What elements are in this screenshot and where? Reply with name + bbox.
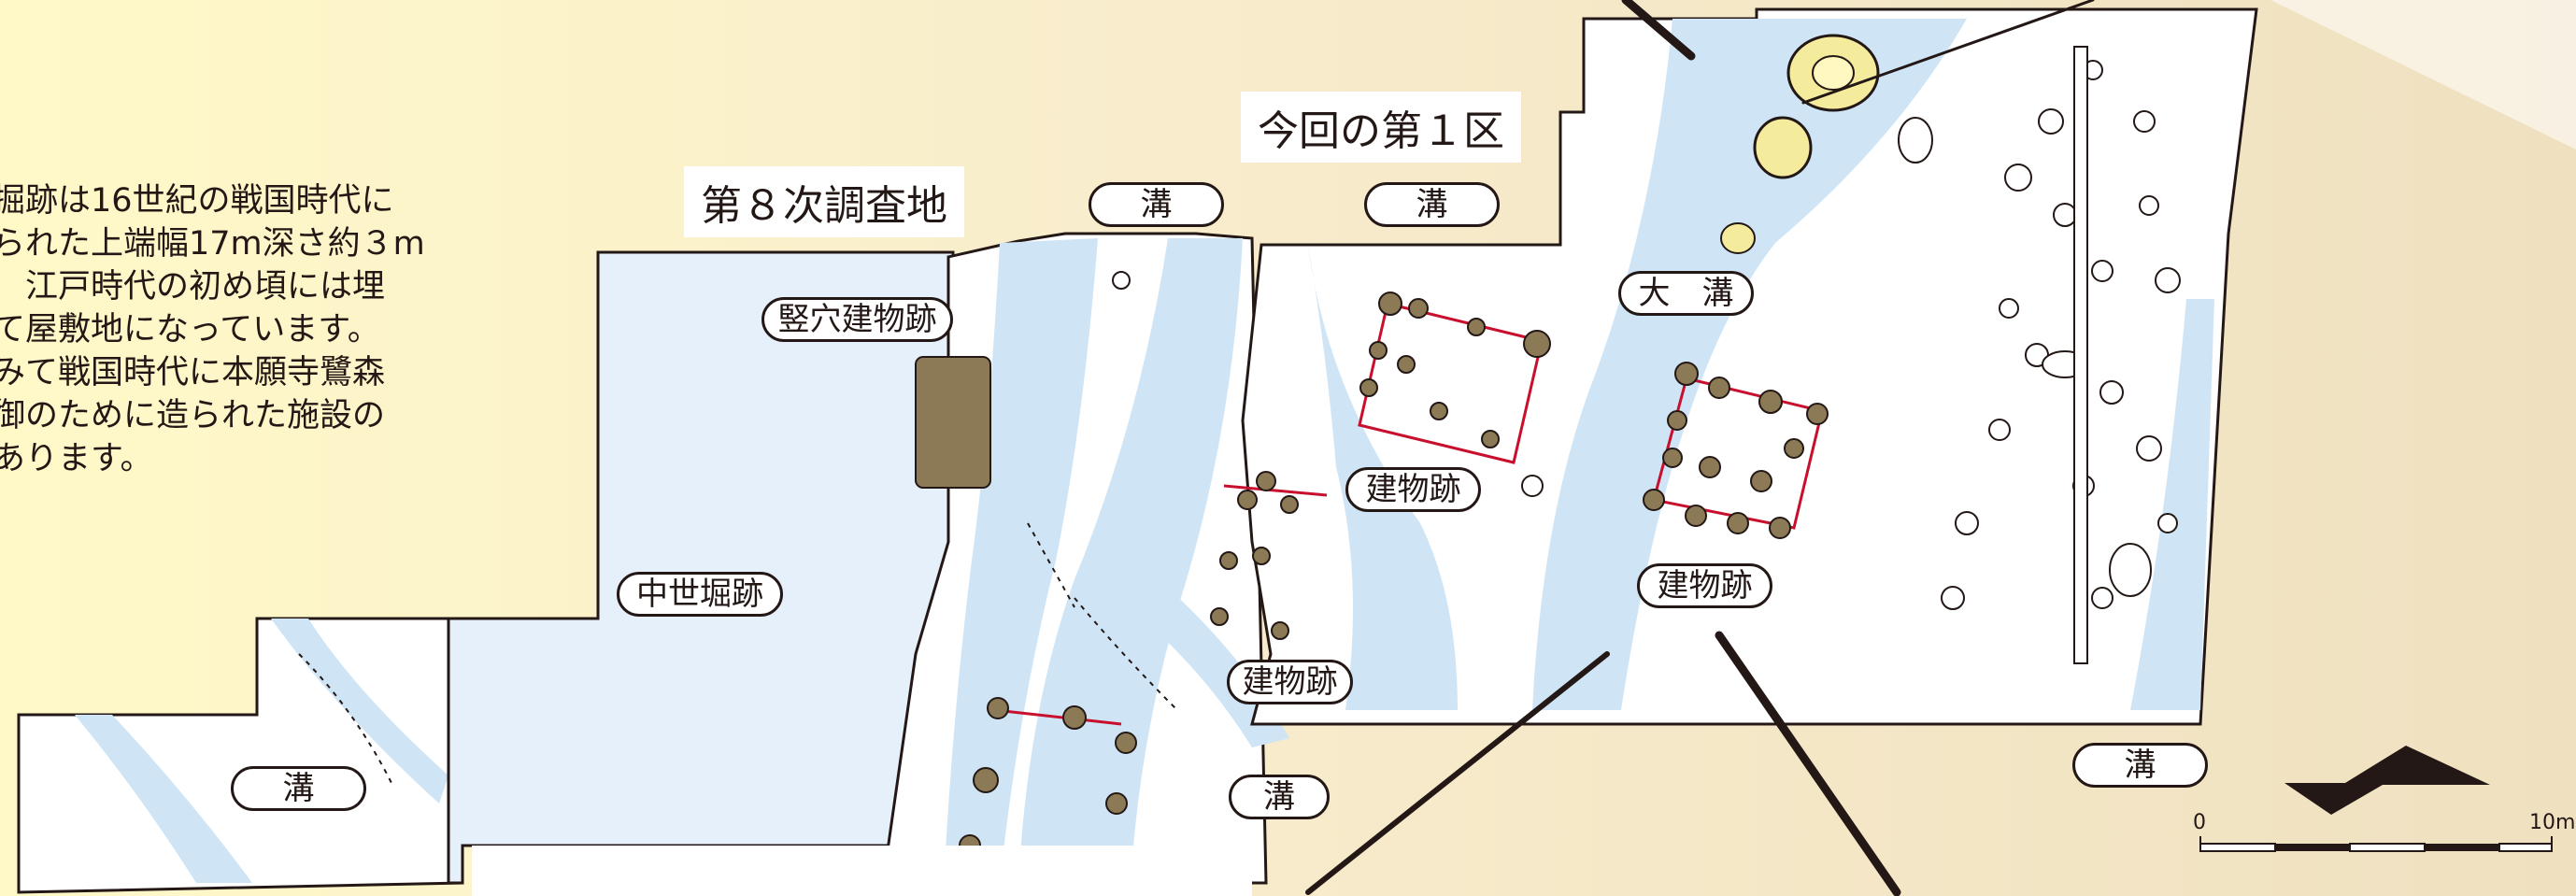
intro-paragraph: 掘跡は16世紀の戦国時代に られた上端幅17m深さ約３m 江戸時代の初め頃には埋… (0, 179, 432, 480)
pit-large-inner (1812, 55, 1855, 91)
background-light-band (2270, 0, 2576, 149)
intro-line: られた上端幅17m深さ約３m (0, 225, 425, 263)
dotted-lines (298, 522, 1178, 786)
building-outline-4 (994, 708, 1122, 726)
ditch-label: 溝 (1229, 775, 1330, 819)
intro-line: 御のために造られた施設の (0, 397, 386, 434)
medieval-moat-area (447, 250, 955, 885)
left-ditch-2 (271, 619, 448, 804)
intro-line: 江戸時代の初め頃には埋 (0, 268, 386, 306)
callout-lines (1305, 0, 2095, 896)
building-outline-3 (1223, 484, 1328, 497)
building-label: 建物跡 (1345, 467, 1481, 512)
large-ditch-label: 大 溝 (1618, 271, 1754, 316)
scale-bar (2199, 836, 2553, 852)
ditch-label: 溝 (1089, 182, 1224, 227)
survey8-title: 第８次調査地 (684, 166, 964, 237)
building-label: 建物跡 (1227, 660, 1353, 704)
building-label: 建物跡 (1637, 563, 1772, 608)
misc-features (1112, 46, 2181, 664)
pit-dwelling-feature (915, 356, 991, 489)
pit-medium (1753, 116, 1813, 179)
current-area-title: 今回の第１区 (1241, 92, 1521, 163)
ditch-label: 溝 (2072, 743, 2208, 788)
current-site-area (1241, 7, 2258, 726)
left-ditch (75, 715, 252, 883)
pit-dwelling-label: 竪穴建物跡 (761, 297, 953, 342)
north-arrow-icon (2284, 746, 2490, 815)
ditch-label: 溝 (231, 766, 366, 811)
survey8-ditch-west (944, 238, 1098, 883)
ditch-label: 溝 (1364, 182, 1500, 227)
intro-line: 掘跡は16世紀の戦国時代に (0, 182, 394, 220)
intro-line: て屋敷地になっています。 (0, 311, 380, 348)
medieval-moat-label: 中世堀跡 (617, 572, 783, 617)
large-ditch (1532, 19, 1967, 710)
pit-small (1720, 222, 1756, 254)
bottom-white-panel (472, 846, 1252, 896)
scale-end-label: 10m (2529, 811, 2576, 834)
scale-start-label: 0 (2193, 811, 2206, 834)
intro-line: みて戦国時代に本願寺鷺森 (0, 354, 386, 391)
current-ditch-east (2130, 299, 2214, 710)
intro-line: あります。 (0, 440, 153, 477)
survey8-ditch-branch (1140, 579, 1289, 747)
